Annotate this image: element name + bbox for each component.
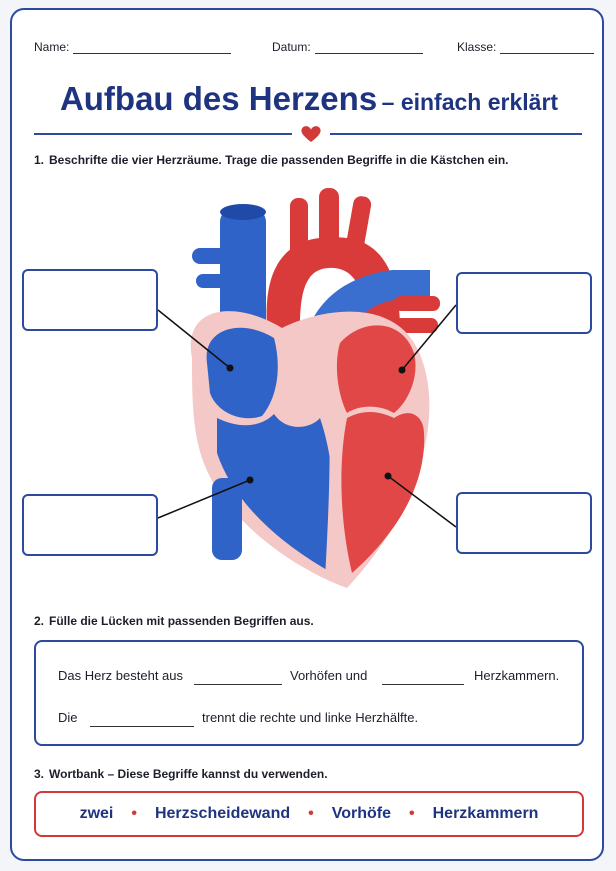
name-line[interactable] — [73, 52, 232, 54]
pointer-line-top-left — [157, 309, 231, 369]
heart-diagram — [190, 188, 440, 588]
left-atrium — [336, 325, 416, 413]
name-field: Name: — [34, 40, 232, 54]
word-bank-item: Vorhöfe — [331, 805, 391, 822]
vena-cava-opening — [220, 204, 266, 220]
class-field: Klasse: — [457, 40, 595, 54]
task2-text: Fülle die Lücken mit passenden Begriffen… — [49, 614, 314, 628]
pulmonary-vein-2 — [394, 318, 438, 333]
task3-heading: 3. Wortbank – Diese Begriffe kannst du ve… — [34, 767, 328, 781]
pointer-line-bottom-left — [157, 479, 251, 519]
title-main: Aufbau des Herzens — [59, 80, 378, 117]
vein-branch-2 — [196, 274, 232, 288]
word-bank-separator: • — [409, 805, 415, 822]
task1-heading: 1. Beschrifte die vier Herzräume. Trage d… — [34, 153, 509, 167]
blank-1[interactable] — [194, 683, 282, 685]
task2-heading: 2. Fülle die Lücken mit passenden Begriff… — [34, 614, 314, 628]
sentence2-part-a: Die — [58, 710, 78, 725]
answer-box-bottom-left[interactable] — [22, 494, 158, 556]
worksheet: Name: Datum: Klasse: Aufbau des Herzens … — [10, 8, 604, 861]
pointer-line-bottom-right — [387, 475, 457, 528]
task2-number: 2. — [34, 614, 45, 628]
task3-text: Wortbank – Diese Begriffe kannst du verw… — [49, 767, 328, 781]
date-label: Datum: — [272, 40, 311, 54]
class-line[interactable] — [500, 52, 595, 54]
title-sub: – einfach erklärt — [381, 89, 559, 115]
title-rule-right — [330, 133, 582, 135]
answer-box-top-left[interactable] — [22, 269, 158, 331]
word-bank-item: zwei — [79, 805, 114, 822]
sentence1-part-c: Herzkammern. — [474, 668, 560, 683]
sentence1-part-b: Vorhöfen und — [290, 668, 368, 683]
word-bank-item: Herzscheidewand — [154, 805, 291, 822]
septum — [325, 377, 340, 579]
pointer-line-top-right — [401, 304, 457, 371]
answer-box-bottom-right[interactable] — [456, 492, 592, 554]
word-bank: zwei • Herzscheidewand • Vorhöfe • Herzk… — [34, 791, 584, 837]
sentence2-part-b: trennt die rechte und linke Herzhälfte. — [202, 710, 419, 725]
date-line[interactable] — [314, 52, 423, 54]
pulmonary-vein-1 — [394, 296, 440, 311]
task3-number: 3. — [34, 767, 45, 781]
heart-icon — [300, 124, 322, 144]
class-label: Klasse: — [457, 40, 497, 54]
vein-branch-1 — [192, 248, 232, 264]
word-bank-item: Herzkammern — [432, 805, 539, 822]
answer-box-top-right[interactable] — [456, 272, 592, 334]
blank-2[interactable] — [382, 683, 464, 685]
pointer-lines — [157, 304, 457, 528]
fill-in-box: Das Herz besteht aus Vorhöfen und Herzka… — [34, 640, 584, 746]
inferior-vena-cava — [212, 478, 242, 560]
task1-text: Beschrifte die vier Herzräume. Trage die… — [49, 153, 509, 167]
date-field: Datum: — [272, 40, 423, 54]
blank-3[interactable] — [90, 725, 194, 727]
sentence1-part-a: Das Herz besteht aus — [58, 668, 184, 683]
page-title: Aufbau des Herzens – einfach erklärt — [12, 80, 606, 118]
task1-number: 1. — [34, 153, 45, 167]
right-atrium — [206, 327, 278, 419]
title-rule-left — [34, 133, 292, 135]
left-ventricle — [341, 412, 425, 573]
name-label: Name: — [34, 40, 70, 54]
word-bank-separator: • — [131, 805, 137, 822]
word-bank-separator: • — [308, 805, 314, 822]
right-ventricle — [217, 414, 334, 570]
